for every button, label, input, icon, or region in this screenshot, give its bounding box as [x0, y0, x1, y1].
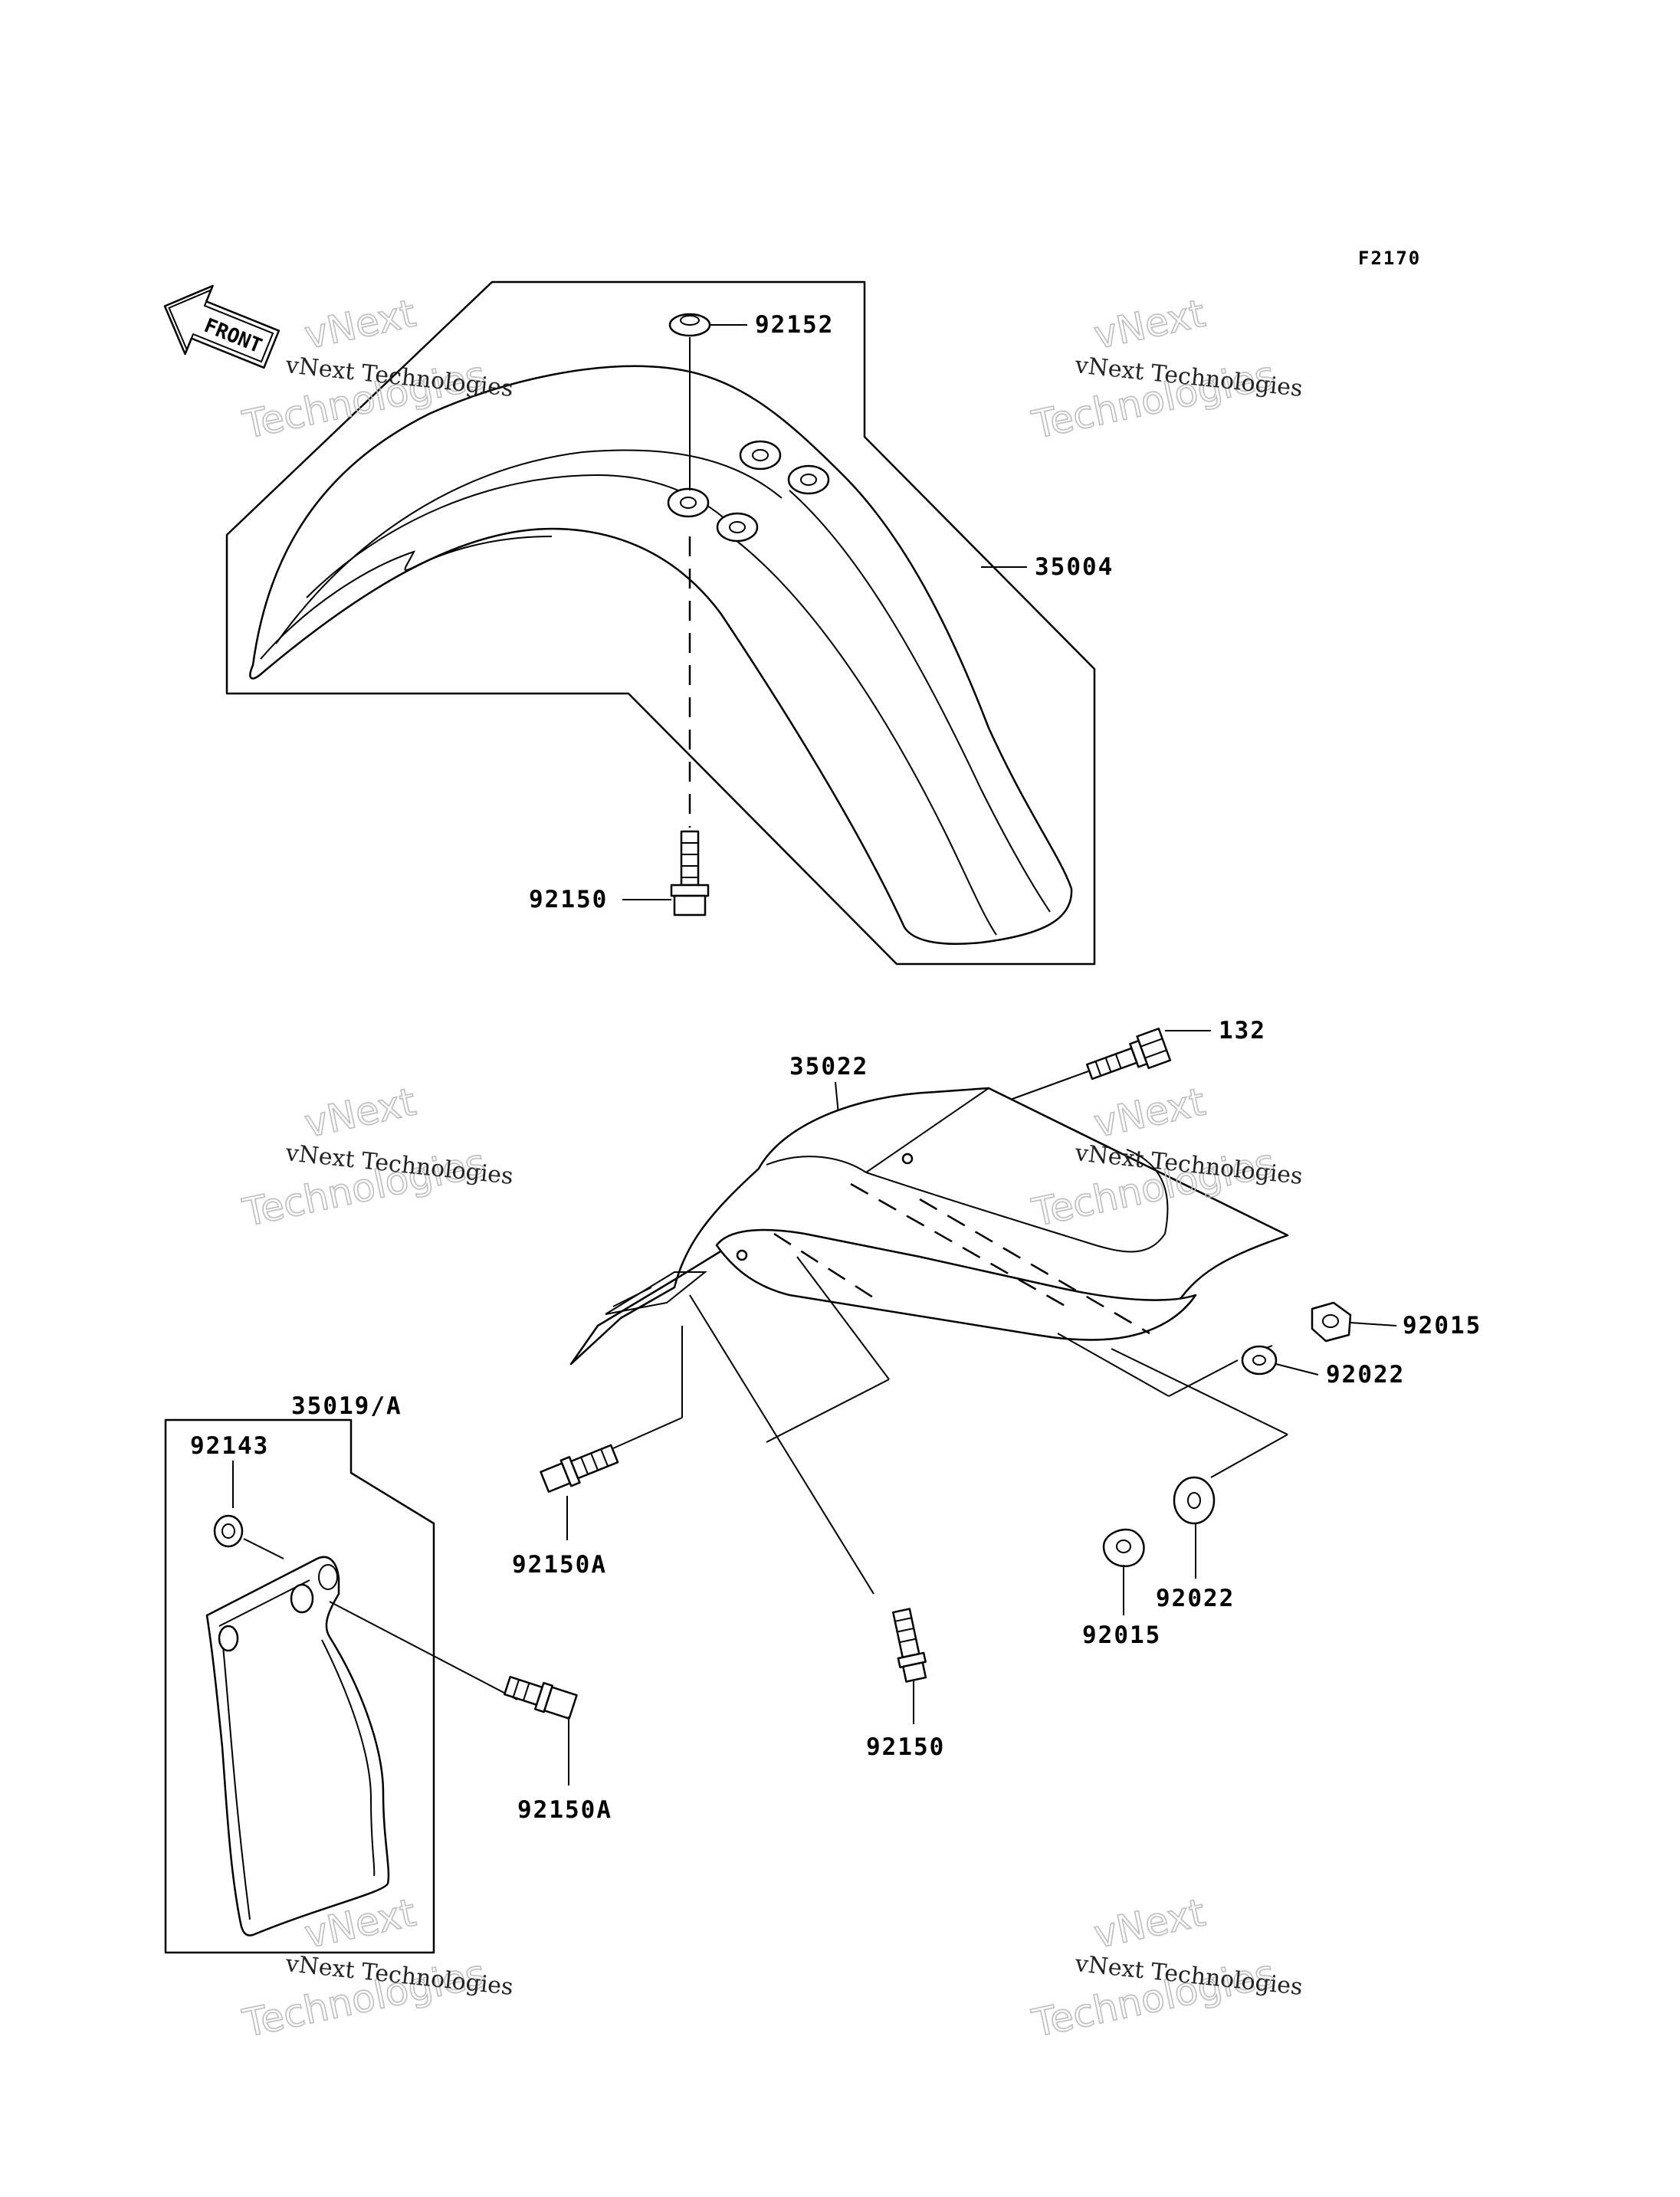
- svg-text:vNext: vNext: [1090, 1890, 1209, 1957]
- part-label-35019A: 35019/A: [291, 1392, 402, 1420]
- bolt-92150A-mid-icon: [540, 1444, 619, 1493]
- nut-92015-bottom-icon: [1102, 1528, 1145, 1568]
- nut-92015-right-icon: [1311, 1301, 1352, 1343]
- mud-flap-group: 35019/A 92143 92150A: [164, 1392, 612, 1954]
- svg-text:vNext: vNext: [300, 291, 419, 358]
- part-label-92150A-mid: 92150A: [512, 1551, 607, 1579]
- fender-hole: [787, 464, 830, 495]
- nut-92143-icon: [213, 1514, 244, 1548]
- figure-code: F2170: [1358, 248, 1421, 269]
- bolt-92150-bottom-icon: [892, 1608, 927, 1683]
- bolt-132-icon: [1085, 1028, 1172, 1080]
- part-label-92150A-bottom: 92150A: [517, 1796, 612, 1824]
- bolt-92150A-bottom-icon: [503, 1675, 578, 1720]
- part-label-132: 132: [1219, 1017, 1266, 1044]
- part-label-92152: 92152: [755, 311, 834, 339]
- front-fender: [249, 365, 1073, 945]
- front-fender-frame: [225, 280, 1096, 966]
- front-arrow-icon: FRONT: [163, 284, 281, 369]
- watermark-mid-left: vNext Technologies vNext Technologies: [238, 1079, 515, 1236]
- part-label-92022-bottom: 92022: [1156, 1585, 1235, 1612]
- part-label-35004: 35004: [1035, 553, 1114, 581]
- part-label-92143: 92143: [190, 1432, 269, 1460]
- watermark-top-right: vNext Technologies vNext Technologies: [1028, 290, 1304, 448]
- part-label-92150-bottom: 92150: [866, 1733, 945, 1761]
- svg-text:vNext: vNext: [1090, 1080, 1209, 1146]
- front-fender-group: 92152 35004 92150: [225, 280, 1114, 966]
- part-label-35022: 35022: [789, 1053, 868, 1080]
- bolt-92150-top-icon: [670, 830, 710, 917]
- mud-flap: [205, 1556, 390, 1936]
- svg-text:vNext: vNext: [300, 1080, 419, 1146]
- mud-flap-frame: [164, 1418, 435, 1954]
- part-label-92022-right: 92022: [1326, 1361, 1405, 1389]
- part-label-92150-top: 92150: [529, 886, 608, 913]
- washer-92022-bottom-icon: [1173, 1476, 1216, 1525]
- part-label-92015-bottom: 92015: [1082, 1622, 1161, 1649]
- rear-fender-group: 132 35022 92022: [512, 1017, 1481, 1761]
- fender-hole: [716, 512, 759, 543]
- watermark-bottom-right: vNext Technologies vNext Technologies: [1028, 1890, 1304, 2047]
- fender-hole: [667, 487, 710, 518]
- svg-text:vNext: vNext: [1090, 291, 1209, 358]
- fender-hole: [739, 440, 782, 471]
- washer-92022-right-icon: [1241, 1345, 1278, 1376]
- part-label-92015-right: 92015: [1403, 1312, 1481, 1340]
